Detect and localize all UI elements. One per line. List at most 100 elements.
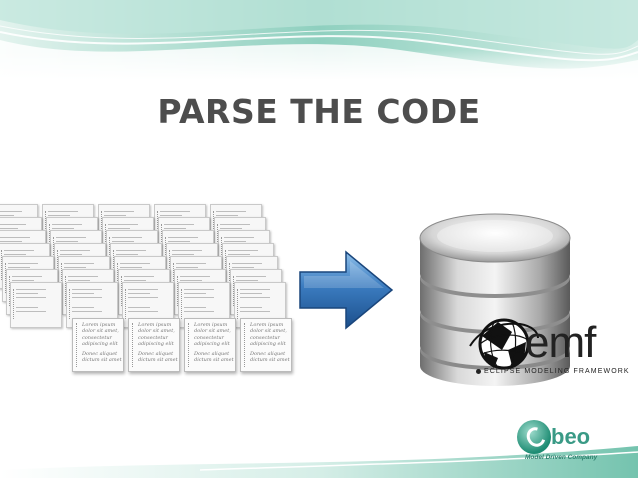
document-binding [177, 276, 179, 306]
document-line [64, 267, 86, 268]
document-line [0, 211, 22, 212]
document-binding [225, 250, 227, 280]
document-binding [221, 237, 223, 267]
document-line [184, 289, 214, 290]
document-line [168, 237, 198, 238]
document-line [128, 311, 158, 312]
document-line [240, 307, 262, 308]
document-line [220, 224, 250, 225]
document-line [52, 224, 82, 225]
document-line [0, 215, 14, 216]
emf-tagline: ECLIPSE MODELING FRAMEWORK [476, 368, 630, 375]
top-wave-band [0, 0, 638, 80]
document-line [120, 267, 142, 268]
document-binding [161, 224, 163, 254]
document-line [128, 289, 158, 290]
document-line [16, 289, 46, 290]
document-line [176, 267, 198, 268]
document-line [16, 297, 46, 298]
obeo-circle [517, 420, 551, 454]
document-line [72, 293, 94, 294]
document-line [180, 276, 210, 277]
document-line [72, 307, 94, 308]
document-line [108, 224, 138, 225]
document-line [220, 228, 242, 229]
document-binding [101, 211, 103, 241]
document-line [116, 250, 146, 251]
document-line [164, 224, 194, 225]
document-text-line: Lorem ipsum [82, 322, 116, 328]
document-binding [121, 276, 123, 306]
document-binding [57, 250, 59, 280]
document-line [64, 263, 94, 264]
document-line [240, 311, 270, 312]
document-line [16, 293, 38, 294]
document-line [184, 307, 206, 308]
document-binding [5, 263, 7, 293]
document-line [60, 254, 82, 255]
document-text-line: consectetur [138, 334, 168, 341]
document-binding [105, 224, 107, 254]
document-line [48, 211, 78, 212]
document-text-line: dictum sit amet [194, 357, 234, 364]
document-line [240, 293, 262, 294]
document-line [216, 211, 246, 212]
document-line [0, 228, 18, 229]
document-line [172, 254, 194, 255]
document-text-line: Donec aliquet [138, 351, 174, 358]
document-text-line: dictum sit amet [250, 357, 290, 364]
document-line [68, 280, 90, 281]
document-binding [65, 276, 67, 306]
document-line [112, 237, 142, 238]
emf-bullet-icon [476, 368, 481, 374]
document-binding [1, 250, 3, 280]
document-line [128, 293, 150, 294]
document-line [236, 276, 266, 277]
document-line [68, 276, 98, 277]
document-line [124, 280, 146, 281]
document-line [56, 241, 78, 242]
document-line [228, 254, 250, 255]
document-text-line: Donec aliquet [194, 351, 230, 358]
document-line [12, 276, 42, 277]
document-line [72, 311, 102, 312]
document-binding [165, 237, 167, 267]
document-text-line: Lorem ipsum [194, 322, 228, 328]
document-binding [53, 237, 55, 267]
document-line [184, 311, 214, 312]
document-binding [13, 289, 15, 319]
emf-globe-icon [469, 318, 539, 370]
document-line [228, 250, 258, 251]
document-line [232, 267, 254, 268]
right-arrow-icon [299, 250, 394, 330]
document-line [224, 237, 254, 238]
document-line [172, 250, 202, 251]
slide-title: PARSE THE CODE [157, 92, 481, 131]
document-binding [49, 224, 51, 254]
document-binding [157, 211, 159, 241]
document-line [8, 263, 38, 264]
document-text-line: dolor sit amet, [138, 328, 175, 335]
document-text-line: dolor sit amet, [82, 328, 119, 335]
document-binding [181, 289, 183, 319]
document-binding [109, 237, 111, 267]
emf-wordmark: emf [525, 318, 596, 367]
document-line [12, 280, 34, 281]
document-line [160, 211, 190, 212]
document-binding [229, 263, 231, 293]
obeo-tagline: Model Driven Company [525, 454, 598, 461]
document-binding [125, 289, 127, 319]
document-line [112, 241, 134, 242]
document-line [184, 293, 206, 294]
document-line [168, 241, 190, 242]
document-text-line: Donec aliquet [82, 351, 118, 358]
document-binding [237, 289, 239, 319]
document-text-line: consectetur [250, 334, 280, 341]
obeo-wordmark: beo [551, 424, 591, 449]
document-text-line: consectetur [82, 334, 112, 341]
